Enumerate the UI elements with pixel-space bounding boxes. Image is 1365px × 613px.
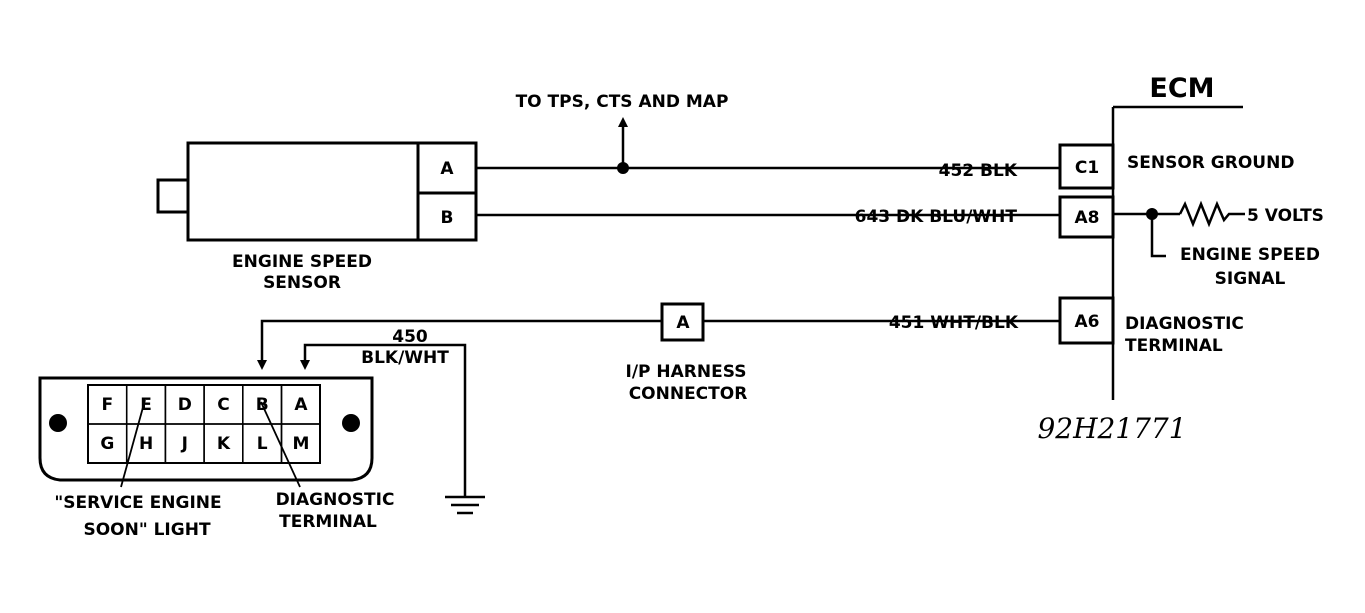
- wire-to-dlc-b: [257, 319, 662, 370]
- engine-speed-signal-line1: ENGINE SPEED: [1180, 245, 1320, 265]
- ip-connector-box: [660, 302, 705, 342]
- ecm-pin-c1-label: SENSOR GROUND: [1127, 153, 1294, 173]
- dlc-pin-j: J: [181, 434, 188, 454]
- ecm-pin-a6-box: [1058, 296, 1115, 345]
- wire-450-label-number: 450: [392, 327, 428, 347]
- dlc-pin-l: L: [257, 434, 268, 454]
- dlc-pin-h: H: [139, 434, 153, 454]
- dlc-pin-g: G: [100, 434, 114, 454]
- wire-643-label: 643 DK BLU/WHT: [855, 207, 1018, 227]
- callout-diagnostic-leader: [260, 401, 301, 488]
- ecm-pin-a8-box: [1058, 195, 1115, 239]
- pullup-resistor: [1178, 200, 1245, 228]
- callout-service-engine-leader: [120, 399, 146, 488]
- sensor-label-line2: SENSOR: [263, 273, 341, 293]
- callout-diagnostic-line2: TERMINAL: [279, 512, 377, 532]
- dlc-pin-k: K: [217, 434, 231, 454]
- sensor-pin-b: B: [441, 208, 454, 228]
- supply-label: 5 VOLTS: [1247, 206, 1324, 226]
- sensor-nub: [156, 178, 190, 214]
- sensor-pin-b-box: [416, 191, 478, 242]
- ecm-title: ECM: [1149, 73, 1214, 104]
- wire-450-label-color: BLK/WHT: [361, 348, 449, 368]
- callout-service-engine-line2: SOON" LIGHT: [83, 520, 210, 540]
- dlc-pin-c: C: [217, 395, 229, 415]
- ecm-pin-c1-box: [1058, 143, 1115, 190]
- wire-452-label: 452 BLK: [939, 161, 1018, 181]
- mount-hole-left: [49, 414, 67, 432]
- dlc-pin-f: F: [101, 395, 113, 415]
- ip-connector-label-line1: I/P HARNESS: [626, 362, 747, 382]
- mount-hole-right: [342, 414, 360, 432]
- dlc-pin-a: A: [294, 395, 308, 415]
- sensor-pin-a: A: [440, 159, 454, 179]
- wire-451-label: 451 WHT/BLK: [889, 313, 1019, 333]
- ip-connector-pin: A: [676, 313, 690, 333]
- wire-450-blk-wht: [300, 343, 467, 497]
- ecm-pin-c1: C1: [1075, 158, 1099, 178]
- ecm-pin-a6-label-line2: TERMINAL: [1125, 336, 1223, 356]
- engine-speed-signal-line2: SIGNAL: [1215, 269, 1286, 289]
- engine-speed-sensor: A B ENGINE SPEED SENSOR: [156, 141, 478, 293]
- dlc-pin-m: M: [292, 434, 309, 454]
- splice-note: TO TPS, CTS AND MAP: [516, 92, 729, 112]
- ecm-pin-a6: A6: [1075, 312, 1100, 332]
- sensor-body: [186, 141, 420, 242]
- dlc-cavity-m: [280, 423, 321, 464]
- dlc-pin-d: D: [178, 395, 192, 415]
- ecm: ECM C1 SENSOR GROUND A8 5 VOLTS ENGINE S…: [1030, 73, 1324, 400]
- ground-symbol: [445, 495, 485, 515]
- signal-tap: [1150, 214, 1166, 258]
- figure-reference: 92H21771: [1037, 412, 1186, 445]
- ecm-pin-a6-label-line1: DIAGNOSTIC: [1125, 314, 1244, 334]
- ip-connector-label-line2: CONNECTOR: [629, 384, 748, 404]
- sensor-label-line1: ENGINE SPEED: [232, 252, 372, 272]
- ecm-pin-a8: A8: [1075, 208, 1100, 228]
- callout-service-engine-line1: "SERVICE ENGINE: [54, 493, 221, 513]
- callout-diagnostic-line1: DIAGNOSTIC: [276, 490, 395, 510]
- dlc-pin-e: E: [140, 395, 152, 415]
